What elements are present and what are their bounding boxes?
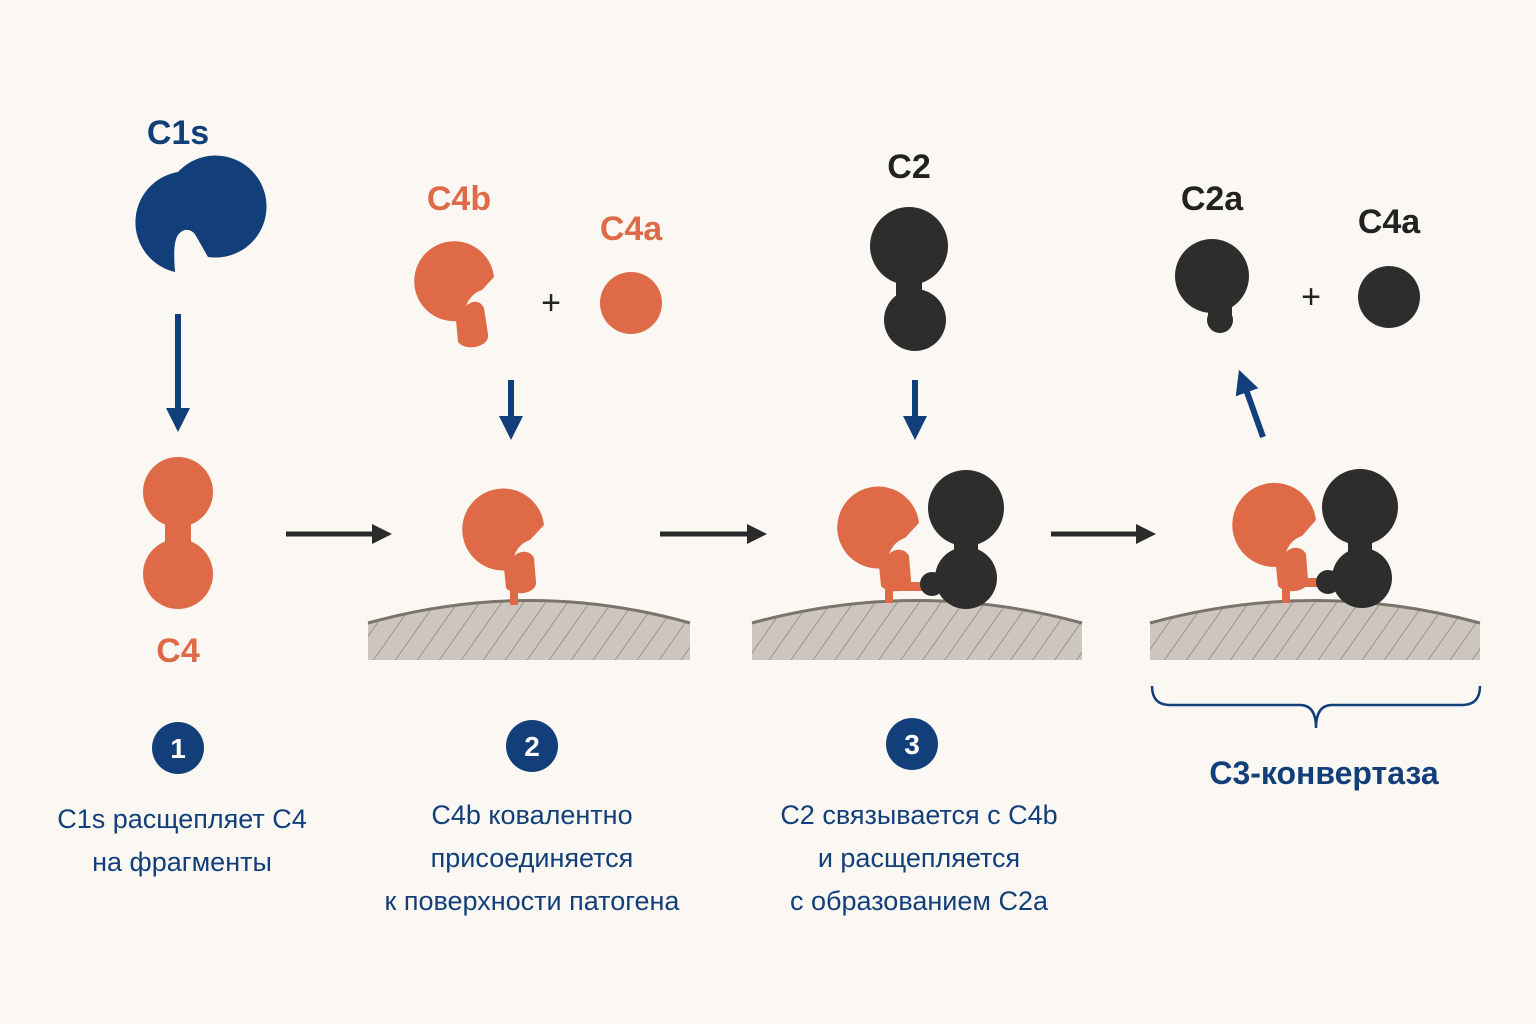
c2a-release-arrow-icon (1235, 369, 1266, 439)
pathogen-surface-icon (367, 599, 691, 660)
step-2-badge: 2 (506, 720, 558, 772)
c4a-released-ball-icon (1358, 266, 1420, 328)
pathogen-surface-icon (751, 599, 1083, 660)
step-1-badge: 1 (152, 722, 204, 774)
step-2-caption-line-1: C4b ковалентно (431, 800, 632, 830)
c4a-label: C4a (600, 210, 663, 248)
convertase-label: C3-конвертаза (1209, 755, 1439, 791)
c2a-label: C2a (1181, 180, 1244, 218)
step-3-badge: 3 (886, 718, 938, 770)
plus-sign: + (1301, 278, 1321, 316)
bound-c4b-icon (837, 486, 933, 603)
c4b-label: C4b (427, 180, 491, 218)
step-2-caption-line-2: присоединяется (431, 843, 634, 873)
convertase-c2a-icon (1316, 469, 1398, 608)
step-1-caption-line-2: на фрагменты (92, 847, 272, 877)
step-1-number: 1 (170, 733, 186, 764)
step-3-caption-line-3: с образованием C2a (790, 886, 1049, 916)
step-2-caption-line-3: к поверхности патогена (385, 886, 681, 916)
step-3-number: 3 (904, 729, 920, 760)
step-2-number: 2 (524, 731, 540, 762)
convertase-brace-icon (1150, 685, 1482, 729)
c2a-icon (1175, 239, 1249, 333)
c4a-released-label: C4a (1358, 203, 1421, 241)
pathogen-surface-icon (1149, 599, 1481, 660)
step-3-caption-line-1: C2 связывается с C4b (780, 800, 1057, 830)
c4a-ball-icon (600, 272, 662, 334)
bound-c4b-icon (462, 488, 544, 605)
c2-label: C2 (887, 148, 930, 186)
step-3-caption-line-2: и расщепляется (818, 843, 1020, 873)
convertase-c4b-icon (1232, 482, 1328, 603)
c4-label: C4 (156, 632, 200, 670)
step-1-caption-line-1: C1s расщепляет C4 (57, 804, 306, 834)
c4b-hook-icon (414, 241, 494, 348)
c1s-pacman-icon (135, 155, 267, 272)
plus-sign: + (541, 284, 561, 322)
c4-dumbbell-icon (143, 457, 213, 609)
c2-dumbbell-icon (870, 207, 948, 351)
bound-c2-icon (920, 470, 1004, 609)
c1s-label: C1s (147, 114, 209, 152)
